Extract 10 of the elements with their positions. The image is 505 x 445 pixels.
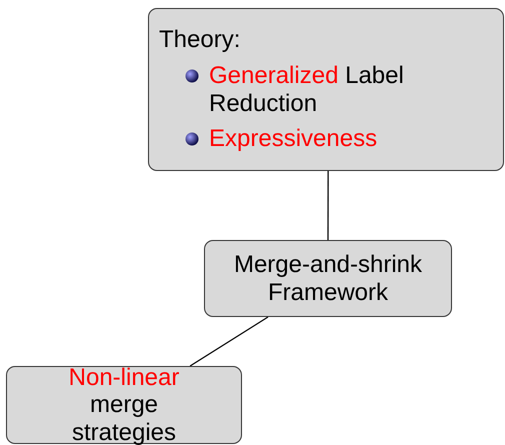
rounded-box: [6, 366, 242, 444]
box-text: Non-linear merge strategies: [68, 364, 180, 445]
rounded-box: [204, 240, 452, 317]
box-text: Merge-and-shrink Framework: [232, 250, 424, 306]
connector-line: [327, 171, 329, 240]
connector-line: [190, 316, 268, 366]
rounded-box: [148, 8, 504, 171]
heading-text: Theory:: [159, 26, 240, 54]
bullet-text: Expressiveness: [209, 125, 378, 152]
bullet-text: Generalized Label Reduction: [209, 62, 404, 116]
